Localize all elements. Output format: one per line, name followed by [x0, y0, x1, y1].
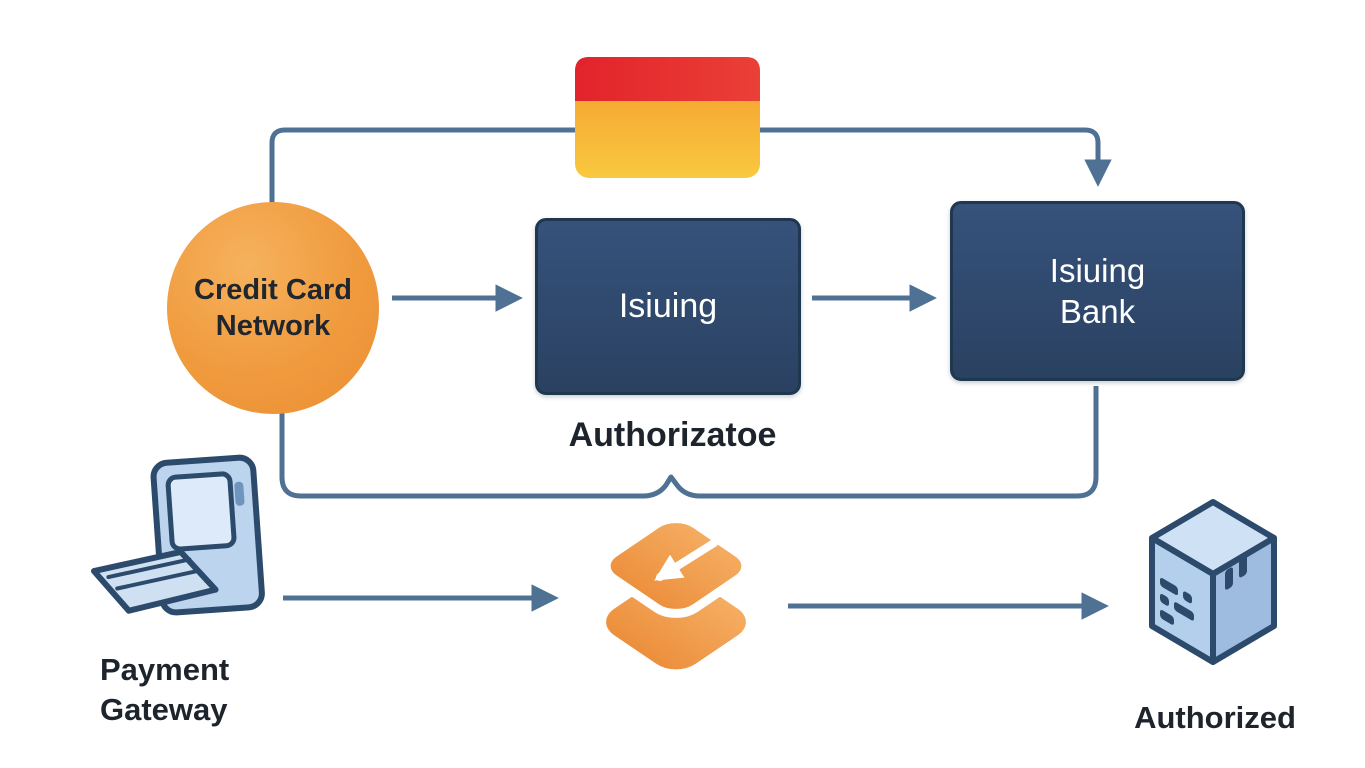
authorized-label: Authorized — [1134, 700, 1296, 735]
node-issuing-label: Isiuing — [618, 287, 718, 326]
server-cube-icon — [1149, 499, 1277, 665]
node-issuing-bank: Isiuing Bank — [950, 201, 1245, 381]
package-box-icon — [595, 511, 758, 670]
authorization-label: Authorizatoe — [568, 416, 777, 454]
package-arrow-glyph — [654, 539, 718, 581]
node-credit-card-network: Credit Card Network — [167, 202, 379, 414]
credit-card-icon — [575, 57, 760, 178]
connector-bottom-bracket — [279, 386, 1099, 499]
payment-gateway-label: Payment Gateway — [100, 652, 230, 728]
node-issuing: Isiuing — [535, 218, 801, 395]
node-issuing-bank-label: Isiuing Bank — [1049, 251, 1146, 330]
payment-terminal-icon — [90, 454, 265, 616]
node-credit-card-network-label: Credit Card Network — [194, 273, 352, 342]
